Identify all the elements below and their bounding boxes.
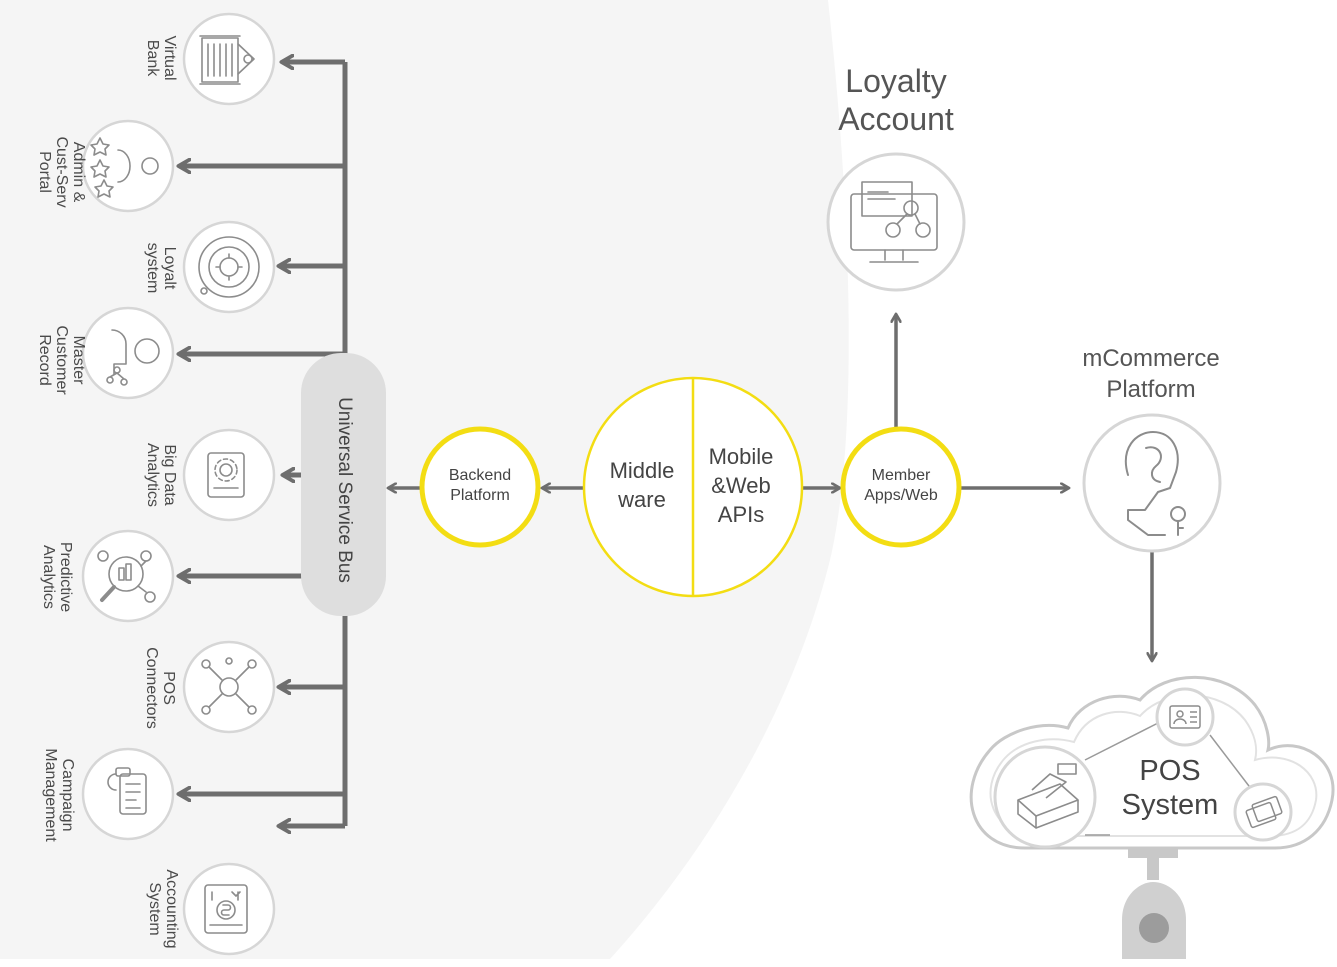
credit-cards-circle: [1233, 782, 1293, 842]
member-apps-node[interactable]: [840, 426, 962, 548]
service-circle-admin-portal[interactable]: [81, 119, 175, 213]
pos-key-plug: [1122, 848, 1186, 959]
member-label: Member Apps/Web: [864, 467, 938, 504]
apis-label: Mobile &Web APIs: [708, 444, 774, 527]
mcommerce-circle[interactable]: [1082, 413, 1222, 553]
service-circle-pos-connectors[interactable]: [182, 640, 276, 734]
monitor-network-icon: [850, 181, 938, 263]
id-card-icon: [1169, 705, 1201, 729]
target-gear-icon: [198, 236, 260, 298]
middleware-label: Middle ware: [609, 458, 675, 512]
mcommerce-title: mCommerce Platform: [1082, 345, 1220, 403]
credit-cards-icon: [1245, 795, 1283, 829]
cash-register-circle: [993, 745, 1097, 849]
pos-link-left: [1084, 721, 1161, 761]
gear-document-icon: [207, 452, 245, 498]
id-card-circle: [1155, 687, 1215, 747]
loyalty-account-title: Loyalty Account: [838, 63, 954, 137]
backend-platform-node[interactable]: [419, 426, 541, 548]
bus-pill: [301, 353, 386, 616]
network-nodes-icon: [201, 657, 257, 715]
service-circle-campaign[interactable]: [81, 747, 175, 841]
rating-user-icon: [90, 137, 159, 198]
pos-title: POS System: [1121, 755, 1219, 821]
backend-label: Backend Platform: [448, 467, 512, 504]
head-key-icon: [1124, 431, 1186, 536]
campaign-document-icon: [107, 767, 147, 815]
service-circle-master-record[interactable]: [81, 306, 175, 400]
magnifier-chart-icon: [97, 550, 156, 603]
pos-link-right: [1209, 734, 1253, 791]
cash-register-icon: [1017, 763, 1079, 829]
accounting-icon: [204, 884, 248, 934]
customer-record-icon: [106, 329, 160, 386]
bank-icon: [199, 35, 255, 85]
